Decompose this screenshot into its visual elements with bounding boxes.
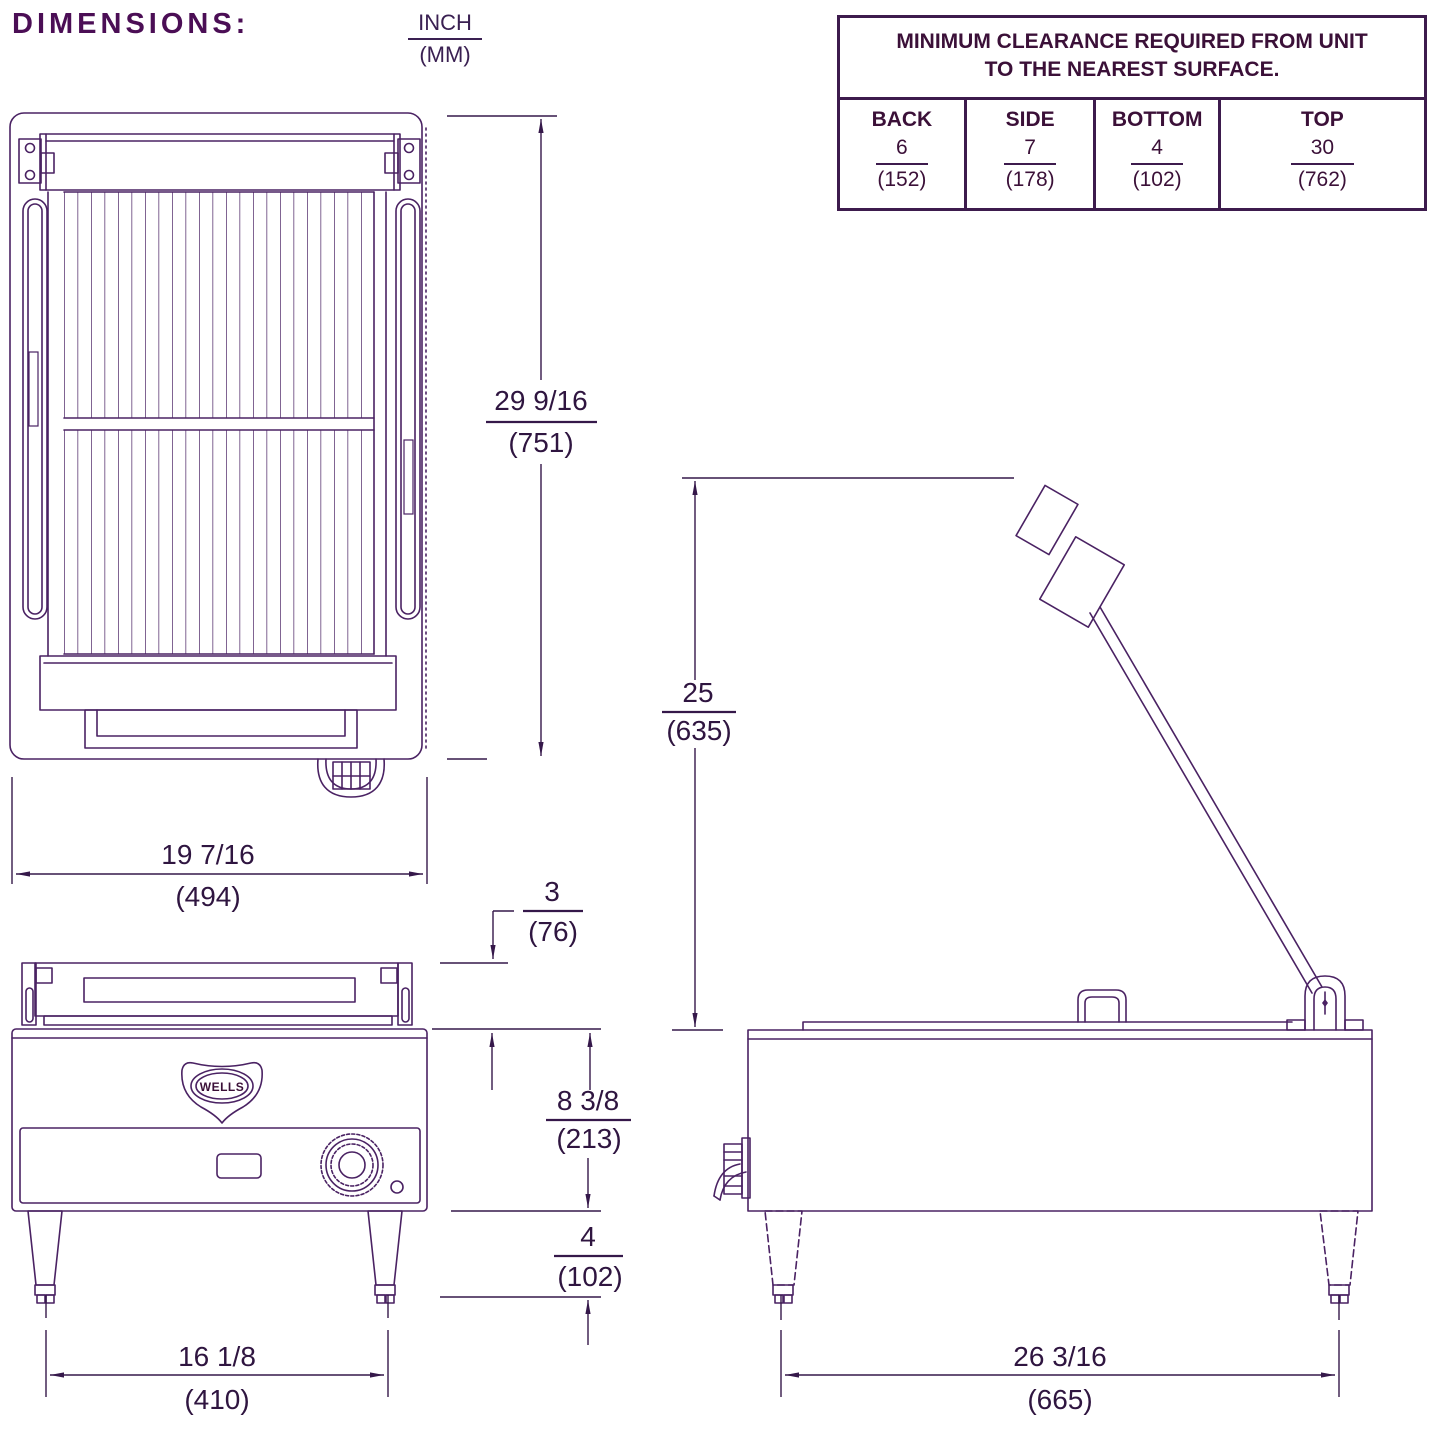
side-view-hinge xyxy=(1286,975,1364,1031)
clearance-table-header: MINIMUM CLEARANCE REQUIRED FROM UNIT TO … xyxy=(840,18,1424,100)
clearance-mm-value: (102) xyxy=(1132,167,1182,191)
top-view-right-rail xyxy=(395,198,421,620)
top-view-grill-ribs xyxy=(47,191,387,657)
page-title: DIMENSIONS: xyxy=(12,8,250,40)
top-view-grease-tray xyxy=(39,655,397,749)
dim-inch-label: 4 xyxy=(580,1221,596,1252)
clearance-label: BOTTOM xyxy=(1111,107,1203,131)
clearance-mm-value: (762) xyxy=(1297,167,1347,191)
dim-inch-label: 19 7/16 xyxy=(161,839,254,870)
clearance-col-bottom: BOTTOM 4 (102) xyxy=(1093,99,1217,208)
clearance-label: SIDE xyxy=(1005,107,1055,131)
clearance-inch-value: 6 xyxy=(876,136,928,165)
side-view-lift-handle xyxy=(1077,989,1127,1023)
dim-mm-label: (102) xyxy=(557,1261,622,1292)
clearance-inch-value: 4 xyxy=(1131,136,1183,165)
dim-mm-label: (213) xyxy=(556,1123,621,1154)
clearance-mm-value: (178) xyxy=(1005,167,1055,191)
top-view-knob xyxy=(317,758,385,798)
side-view-legs xyxy=(764,1210,1359,1320)
front-view-drawing: WELLS xyxy=(11,962,428,1318)
top-view-drawing xyxy=(9,112,427,798)
dim-inch-label: 3 xyxy=(544,876,560,907)
dim-body-height: 8 3/8 (213) xyxy=(432,1028,631,1208)
dim-side-depth: 26 3/16 (665) xyxy=(780,1330,1340,1415)
dim-inch-label: 26 3/16 xyxy=(1013,1341,1106,1372)
dim-overall-height: 29 9/16 (751) xyxy=(447,115,597,760)
dim-leg-height: 4 (102) xyxy=(440,1210,623,1345)
clearance-inch-value: 7 xyxy=(1004,136,1056,165)
side-view-raised-handle xyxy=(1015,484,1323,994)
dim-mm-label: (494) xyxy=(175,881,240,912)
dim-front-leg-span: 16 1/8 (410) xyxy=(45,1330,389,1415)
brand-badge: WELLS xyxy=(181,1061,263,1124)
top-view-left-rail xyxy=(22,198,48,620)
drain-valve xyxy=(713,1137,751,1201)
clearance-col-back: BACK 6 (152) xyxy=(840,100,964,208)
dim-mm-label: (665) xyxy=(1027,1384,1092,1415)
clearance-mm-value: (152) xyxy=(877,167,927,191)
clearance-col-side: SIDE 7 (178) xyxy=(963,99,1094,208)
front-view-control-panel xyxy=(19,1127,421,1204)
dim-handle-height: 25 (635) xyxy=(662,477,1014,1031)
thermostat-knob xyxy=(320,1133,384,1197)
clearance-label: TOP xyxy=(1301,107,1344,131)
clearance-table: MINIMUM CLEARANCE REQUIRED FROM UNIT TO … xyxy=(837,15,1427,211)
dim-inch-label: 8 3/8 xyxy=(557,1085,619,1116)
dim-mm-label: (635) xyxy=(666,715,731,746)
clearance-header-line2: TO THE NEAREST SURFACE. xyxy=(984,58,1280,82)
dim-mm-label: (76) xyxy=(528,916,578,947)
dim-lid-height: 3 (76) xyxy=(440,876,583,964)
clearance-inch-value: 30 xyxy=(1290,136,1355,165)
clearance-col-top: TOP 30 (762) xyxy=(1217,99,1424,208)
front-view-legs xyxy=(27,1210,403,1318)
units-inch-label: INCH xyxy=(408,10,482,41)
clearance-header-line1: MINIMUM CLEARANCE REQUIRED FROM UNIT xyxy=(896,30,1368,53)
indicator-light xyxy=(390,1180,404,1194)
units-mm-label: (MM) xyxy=(419,42,471,68)
dim-inch-label: 29 9/16 xyxy=(494,385,587,416)
top-view-left-hinge-bracket xyxy=(18,138,55,184)
dim-mm-label: (410) xyxy=(184,1384,249,1415)
dim-inch-label: 16 1/8 xyxy=(178,1341,256,1372)
dim-top-width: 19 7/16 (494) xyxy=(11,777,428,912)
clearance-label: BACK xyxy=(871,107,933,131)
clearance-table-columns: BACK 6 (152) SIDE 7 (178) BOTTOM 4 (102)… xyxy=(840,99,1424,208)
units-legend: INCH (MM) xyxy=(390,10,500,69)
dim-mm-label: (751) xyxy=(508,427,573,458)
nameplate xyxy=(216,1153,262,1179)
brand-badge-label: WELLS xyxy=(200,1080,245,1094)
top-view-right-hinge-bracket xyxy=(384,138,421,184)
side-view-drawing xyxy=(713,484,1373,1320)
front-view-lid xyxy=(21,962,413,1026)
dim-inch-label: 25 xyxy=(682,677,713,708)
